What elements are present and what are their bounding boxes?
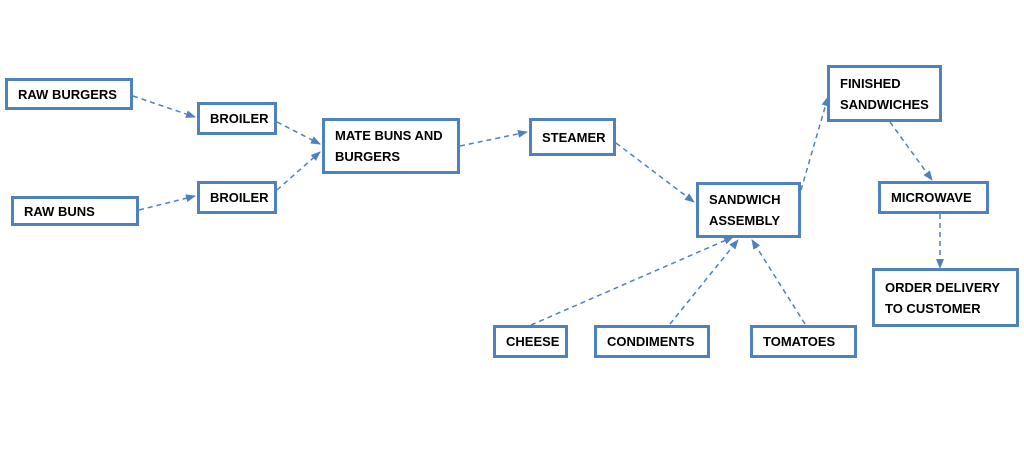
node-finished-sandwiches: FINISHED SANDWICHES [827, 65, 942, 122]
edge-finished-to-microwave [889, 121, 933, 181]
edge-tomatoes-to-assembly [751, 239, 806, 325]
edge-assembly-to-finished [800, 96, 830, 191]
node-cheese: CHEESE [493, 325, 568, 358]
edge-steamer-to-assembly [615, 142, 695, 203]
edge-raw-buns-to-broiler [138, 194, 196, 211]
node-raw-burgers: RAW BURGERS [5, 78, 133, 110]
node-microwave: MICROWAVE [878, 181, 989, 214]
node-sandwich-assembly: SANDWICH ASSEMBLY [696, 182, 801, 238]
edge-broiler-bottom-to-mate [276, 151, 321, 191]
node-tomatoes: TOMATOES [750, 325, 857, 358]
node-raw-buns: RAW BUNS [11, 196, 139, 226]
node-condiments: CONDIMENTS [594, 325, 710, 358]
node-broiler-bottom: BROILER [197, 181, 277, 214]
edge-broiler-top-to-mate [276, 121, 321, 145]
node-steamer: STEAMER [529, 118, 616, 156]
node-mate-buns-and-burgers: MATE BUNS AND BURGERS [322, 118, 460, 174]
node-order-delivery: ORDER DELIVERY TO CUSTOMER [872, 268, 1019, 327]
edge-mate-to-steamer [459, 129, 528, 147]
edge-raw-burgers-to-broiler [132, 95, 196, 118]
edge-cheese-to-assembly [530, 236, 734, 326]
edge-condiments-to-assembly [669, 239, 739, 325]
node-broiler-top: BROILER [197, 102, 277, 135]
